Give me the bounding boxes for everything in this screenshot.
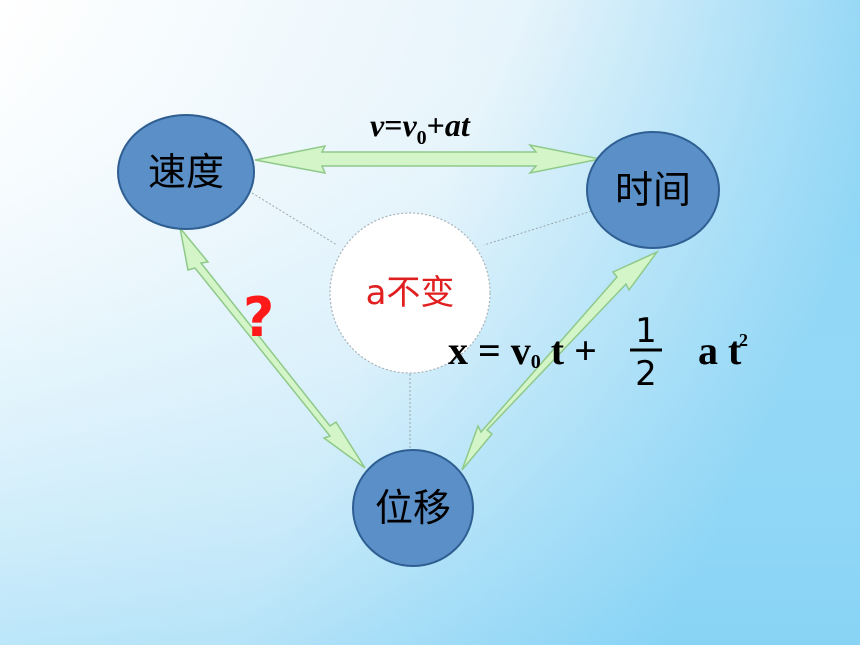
speed-label: 速度 [148, 150, 224, 194]
displacement-circle [352, 449, 474, 567]
double-arrow-speed-displacement [179, 227, 366, 469]
formula-sub0: 0 [417, 127, 427, 149]
formula-v0: v [402, 107, 417, 143]
disp-fraction-den: 2 [635, 354, 657, 394]
double-arrow-time-displacement [461, 250, 660, 471]
speed-node: 速度 [117, 114, 255, 230]
formula-eq: = [384, 107, 402, 143]
formula-at: at [445, 107, 471, 143]
arrow-time-displacement [461, 250, 660, 471]
center-label: a不变 [366, 273, 455, 313]
time-circle [586, 131, 720, 249]
disp-formula-main: x = v0 t + [448, 328, 597, 373]
center-node: a不变 [329, 212, 491, 374]
disp-fraction-num: 1 [635, 311, 657, 351]
time-node: 时间 [586, 131, 720, 249]
velocity-formula: v=v0+at [370, 107, 471, 149]
arrow-speed-displacement [179, 227, 366, 469]
link-speed-center [251, 192, 338, 246]
time-label: 时间 [615, 168, 691, 212]
formula-plus: + [427, 107, 445, 143]
disp-lhs: x = v [448, 328, 531, 373]
disp-exponent: 2 [739, 330, 748, 350]
displacement-label: 位移 [375, 486, 451, 530]
speed-circle [117, 114, 255, 230]
disp-t: t + [541, 328, 597, 373]
formula-v: v [370, 107, 385, 143]
link-time-center [483, 209, 596, 246]
question-mark: ? [243, 286, 274, 349]
center-links [251, 192, 596, 452]
disp-a-t: a t [698, 328, 742, 373]
center-circle [329, 212, 491, 374]
displacement-formula: x = v0 t + 1 2 a t 2 [448, 311, 748, 394]
disp-sub0: 0 [531, 351, 541, 373]
displacement-node: 位移 [352, 449, 474, 567]
